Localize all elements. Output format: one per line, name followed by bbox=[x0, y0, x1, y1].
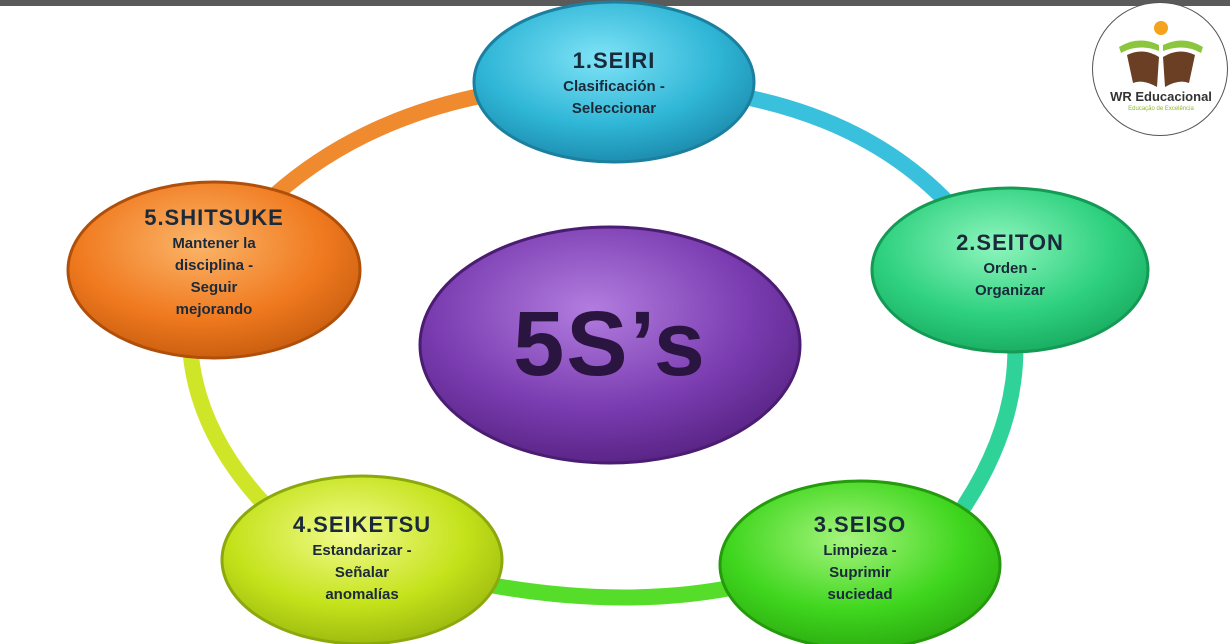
connector-seiso-seiketsu bbox=[482, 577, 753, 606]
node-title: 5.SHITSUKE bbox=[144, 205, 284, 230]
node-line: Señalar bbox=[334, 564, 390, 581]
connector-seiketsu-shitsuke bbox=[182, 337, 273, 513]
node-seiketsu-circle bbox=[220, 474, 504, 644]
node-line: Seguir bbox=[190, 279, 238, 296]
node-shitsuke-circle bbox=[66, 180, 362, 360]
node-seiketsu: 4.SEIKETSU Estandarizar - Señalar anomal… bbox=[252, 512, 472, 604]
node-line: Suprimir bbox=[829, 564, 891, 581]
node-seiri: 1.SEIRI Clasificación - Seleccionar bbox=[504, 48, 724, 118]
node-line: Organizar bbox=[974, 282, 1046, 299]
node-title: 2.SEITON bbox=[956, 230, 1064, 255]
node-title: 4.SEIKETSU bbox=[292, 512, 432, 537]
node-seiri-circle bbox=[472, 0, 756, 164]
node-line: Mantener la bbox=[172, 235, 256, 252]
node-title: 1.SEIRI bbox=[572, 48, 656, 73]
node-title: 3.SEISO bbox=[813, 512, 907, 537]
node-line: anomalías bbox=[325, 586, 399, 603]
wr-educacional-logo[interactable]: WR Educacional Educação de Excelência bbox=[1092, 2, 1228, 136]
node-seiton-circle bbox=[870, 186, 1150, 354]
node-line: mejorando bbox=[175, 301, 253, 318]
node-line: Seleccionar bbox=[571, 100, 657, 117]
center-circle bbox=[418, 225, 802, 465]
node-line: disciplina - bbox=[174, 257, 254, 274]
logo-tagline: Educação de Excelência bbox=[1128, 106, 1194, 112]
book-person-icon bbox=[1119, 21, 1203, 87]
node-line: suciedad bbox=[827, 586, 893, 603]
node-line: Limpieza - bbox=[823, 542, 897, 559]
node-seiton: 2.SEITON Orden - Organizar bbox=[900, 230, 1120, 300]
connector-seiri-seiton bbox=[727, 87, 958, 213]
node-line: Clasificación - bbox=[563, 78, 665, 95]
node-line: Orden - bbox=[983, 260, 1037, 277]
connector-seiton-seiso bbox=[957, 327, 1024, 513]
node-shitsuke: 5.SHITSUKE Mantener la disciplina - Segu… bbox=[104, 205, 324, 319]
node-seiso-circle bbox=[718, 479, 1002, 644]
center-label: 5S’s bbox=[513, 293, 707, 395]
node-seiso: 3.SEISO Limpieza - Suprimir suciedad bbox=[750, 512, 970, 604]
logo-name: WR Educacional bbox=[1110, 89, 1212, 104]
node-line: Estandarizar - bbox=[312, 542, 412, 559]
connector-shitsuke-seiri bbox=[267, 87, 493, 203]
